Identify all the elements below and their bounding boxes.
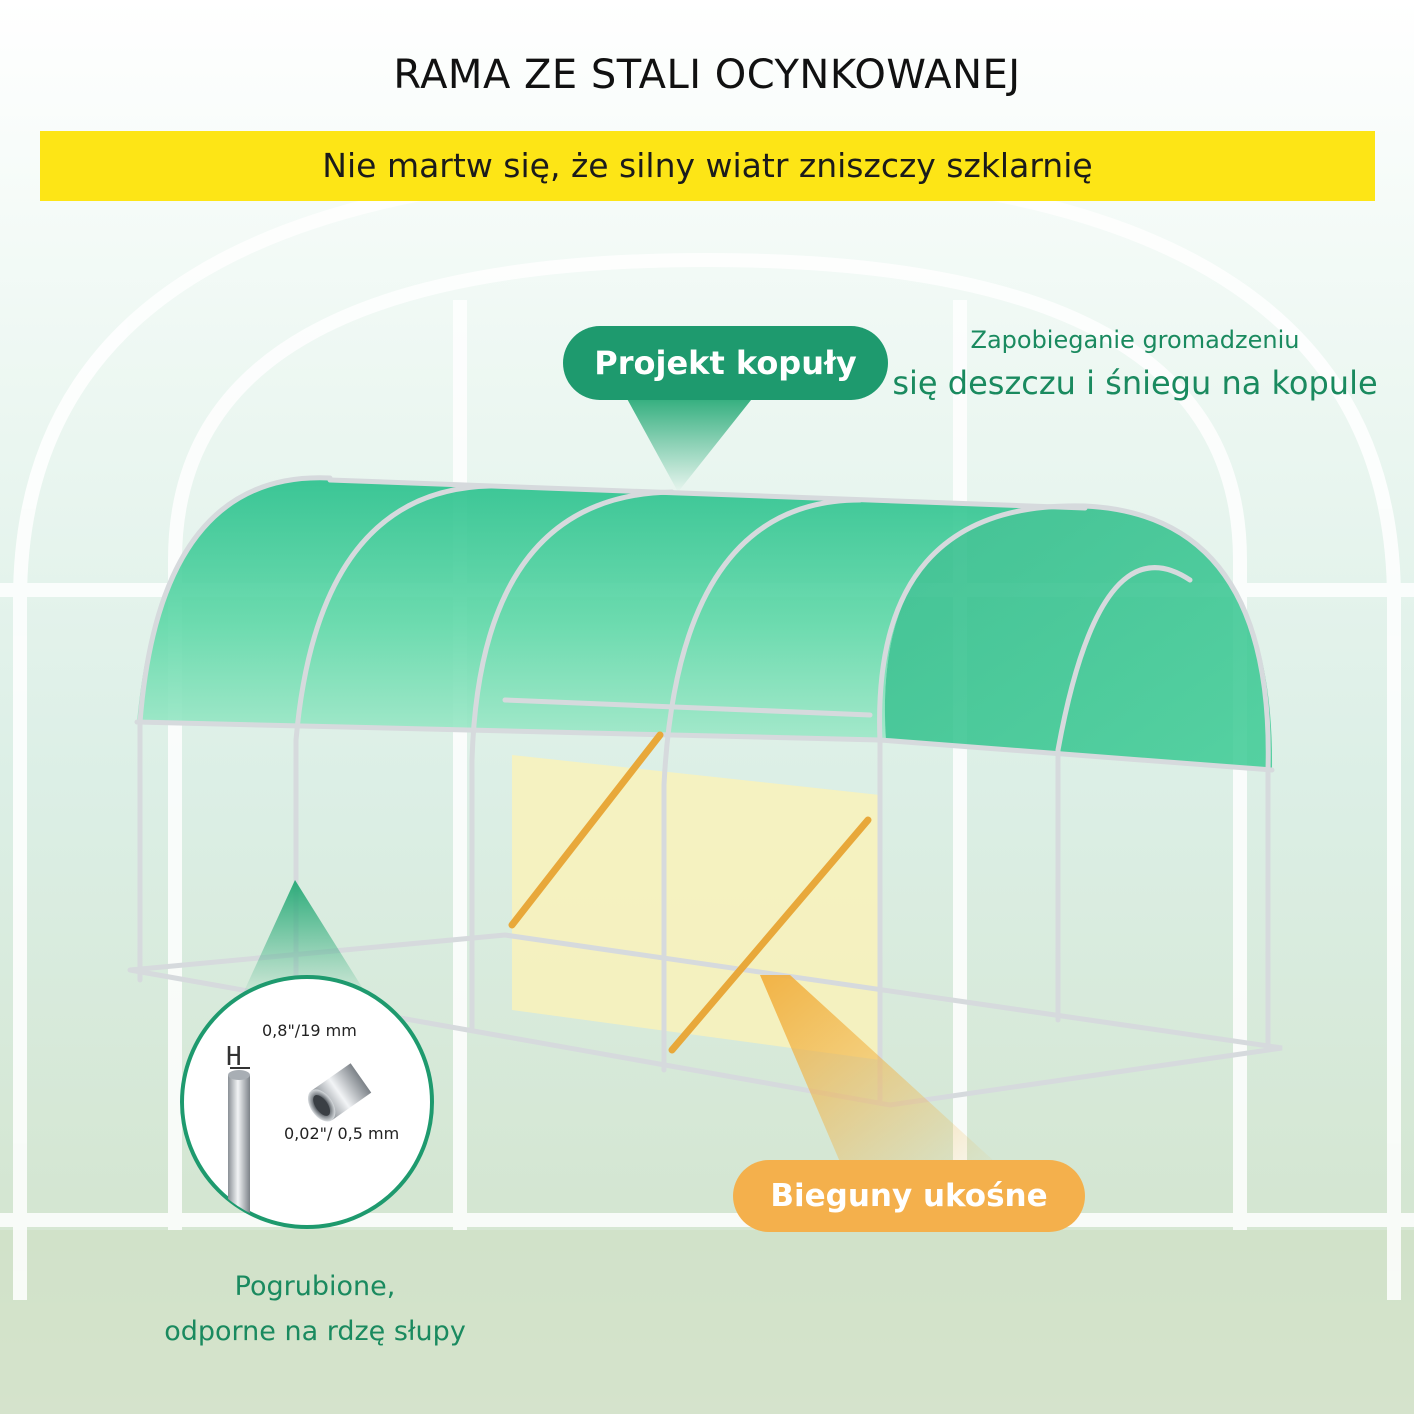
pole-side-view [228,1075,250,1227]
dome-design-label: Projekt kopuły [563,326,888,400]
banner-background [40,131,1375,201]
pipe-cross-section-icon [307,1063,372,1122]
pole-detail-circle [180,975,434,1229]
pole-caption-line1: Pogrubione, [234,1271,396,1302]
pole-callout-pointer [240,880,370,1000]
wall-thickness: 0,02"/ 0,5 mm [284,1124,400,1143]
height-marker-icon: H [226,1042,242,1072]
banner-text: Nie martw się, że silny wiatr zniszczy s… [322,146,1093,185]
diagonal-poles-label: Bieguny ukośne [733,1160,1085,1232]
diagonal-callout-pointer [760,975,995,1162]
dome-note-line1: Zapobieganie gromadzeniu [970,326,1300,354]
page-title: RAMA ZE STALI OCYNKOWANEJ [393,52,1021,98]
diagonal-poles [508,731,872,1054]
pole-caption: Pogrubione, odporne na rdzę słupy [140,1264,490,1354]
pole-caption-line2: odporne na rdzę słupy [164,1316,466,1347]
dome-note-line2: się deszczu i śniegu na kopule [892,364,1378,402]
steel-frame [127,475,1283,1108]
pole-diameter: 0,8"/19 mm [262,1021,357,1040]
dome-callout-pointer [625,395,755,492]
